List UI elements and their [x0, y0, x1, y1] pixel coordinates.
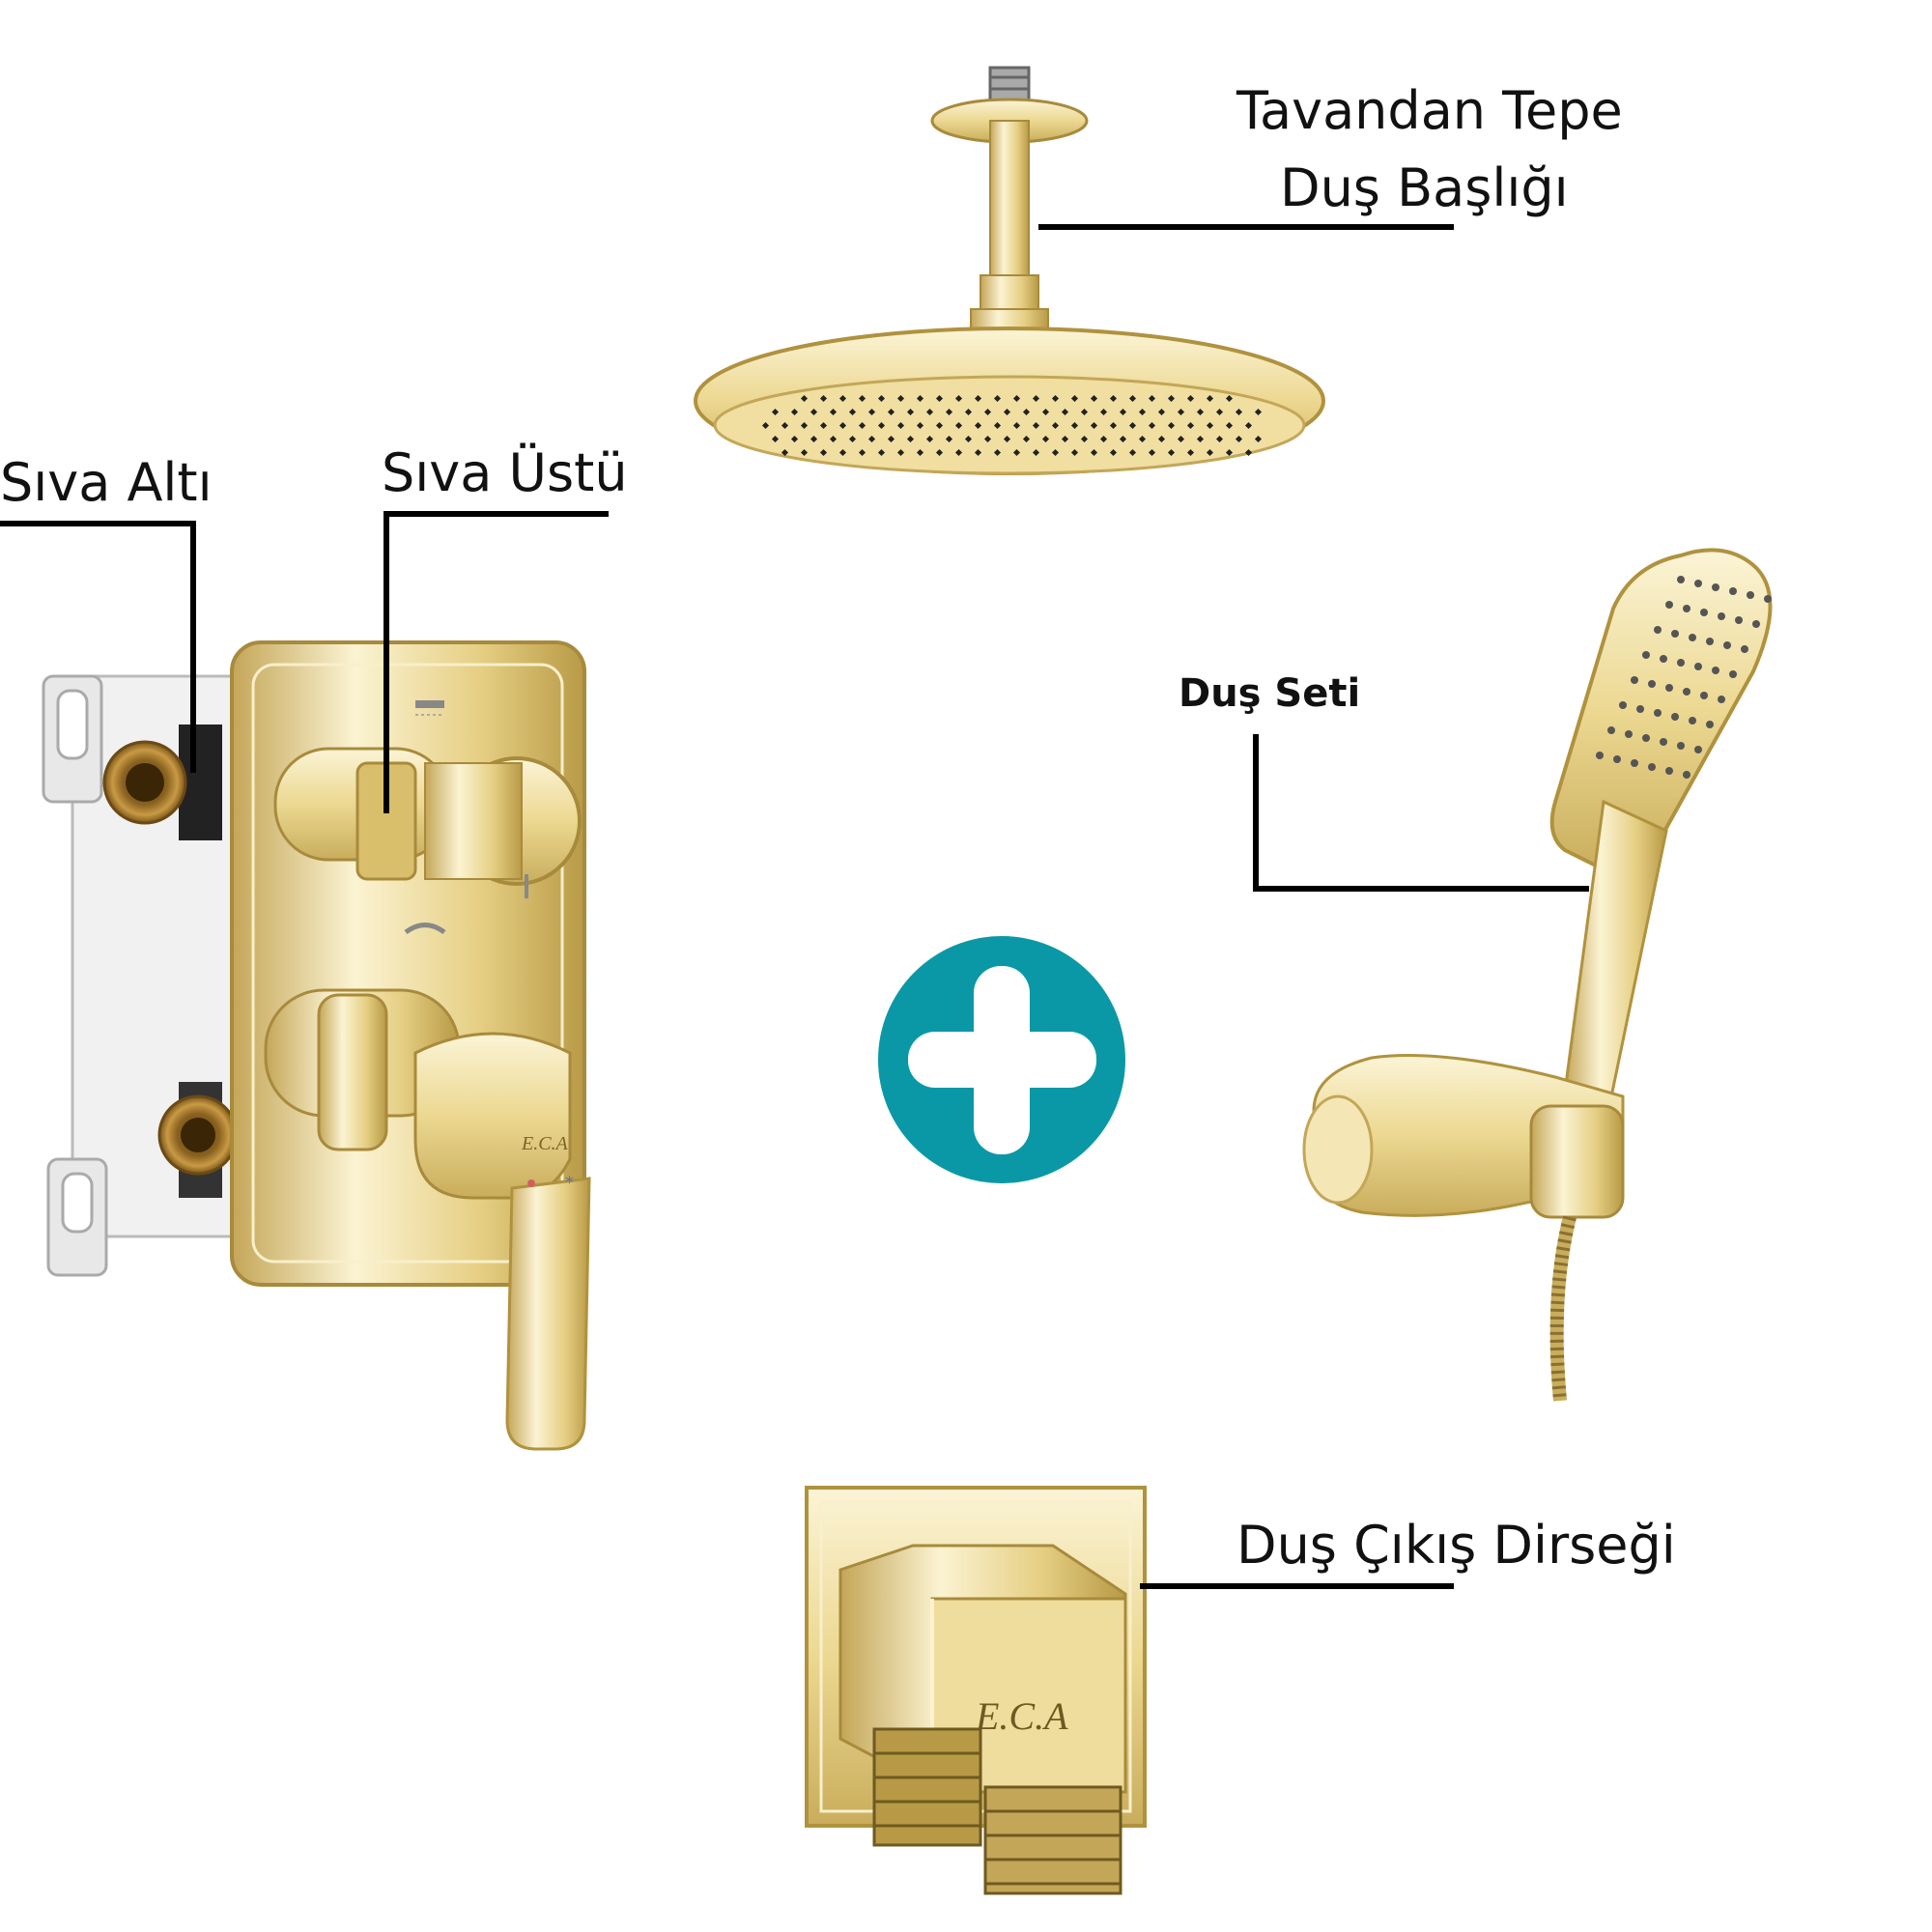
elbow-thread-right: [983, 1785, 1122, 1895]
mixer-logo: E.C.A: [521, 1133, 569, 1154]
shower-outlet-elbow: E.C.A: [805, 1486, 1147, 1895]
label-outlet-elbow: Duş Çıkış Dirseği: [1236, 1515, 1676, 1576]
hand-shower-set: [1302, 548, 1773, 1402]
concealed-box: [42, 674, 248, 1277]
leader-lines: [0, 224, 1589, 1589]
plus-icon: [878, 936, 1125, 1183]
elbow-logo: E.C.A: [975, 1694, 1068, 1738]
elbow-thread-left: [872, 1727, 982, 1847]
label-concealed: Sıva Altı: [0, 452, 213, 513]
label-ceiling-head-line1: Tavandan Tepe: [1236, 80, 1623, 141]
ceiling-shower-head: [694, 66, 1325, 475]
mixer-cover-plate: E.C.A *: [230, 640, 591, 1451]
svg-text:*: *: [565, 1173, 574, 1193]
label-shower-set: Duş Seti: [1179, 671, 1361, 716]
label-surface: Sıva Üstü: [382, 442, 628, 503]
label-ceiling-head-line2: Duş Başlığı: [1280, 157, 1569, 218]
